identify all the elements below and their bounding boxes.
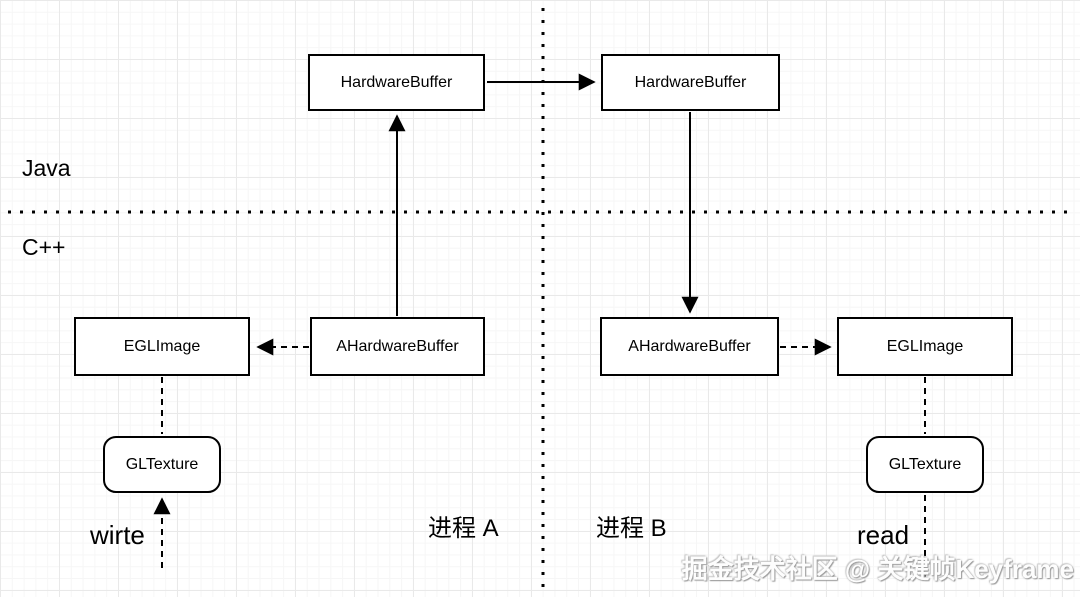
node-ahardwarebuffer-process-b: AHardwareBuffer	[600, 317, 779, 376]
node-eglimage-process-a: EGLImage	[74, 317, 250, 376]
node-ahardwarebuffer-process-a: AHardwareBuffer	[310, 317, 485, 376]
layer-label-cpp: C++	[22, 234, 66, 260]
read-annotation: read	[857, 520, 910, 550]
node-gltexture-process-a: GLTexture	[103, 436, 221, 493]
write-annotation: wirte	[90, 520, 145, 550]
node-hardwarebuffer-process-a: HardwareBuffer	[308, 54, 485, 111]
layer-label-java: Java	[22, 155, 71, 181]
node-eglimage-process-b: EGLImage	[837, 317, 1013, 376]
node-gltexture-process-b: GLTexture	[866, 436, 984, 493]
node-hardwarebuffer-process-b: HardwareBuffer	[601, 54, 780, 111]
watermark-text: 掘金技术社区 @ 关键帧Keyframe	[681, 554, 1074, 584]
process-label-b: 进程 B	[596, 515, 667, 542]
process-label-a: 进程 A	[428, 515, 499, 542]
